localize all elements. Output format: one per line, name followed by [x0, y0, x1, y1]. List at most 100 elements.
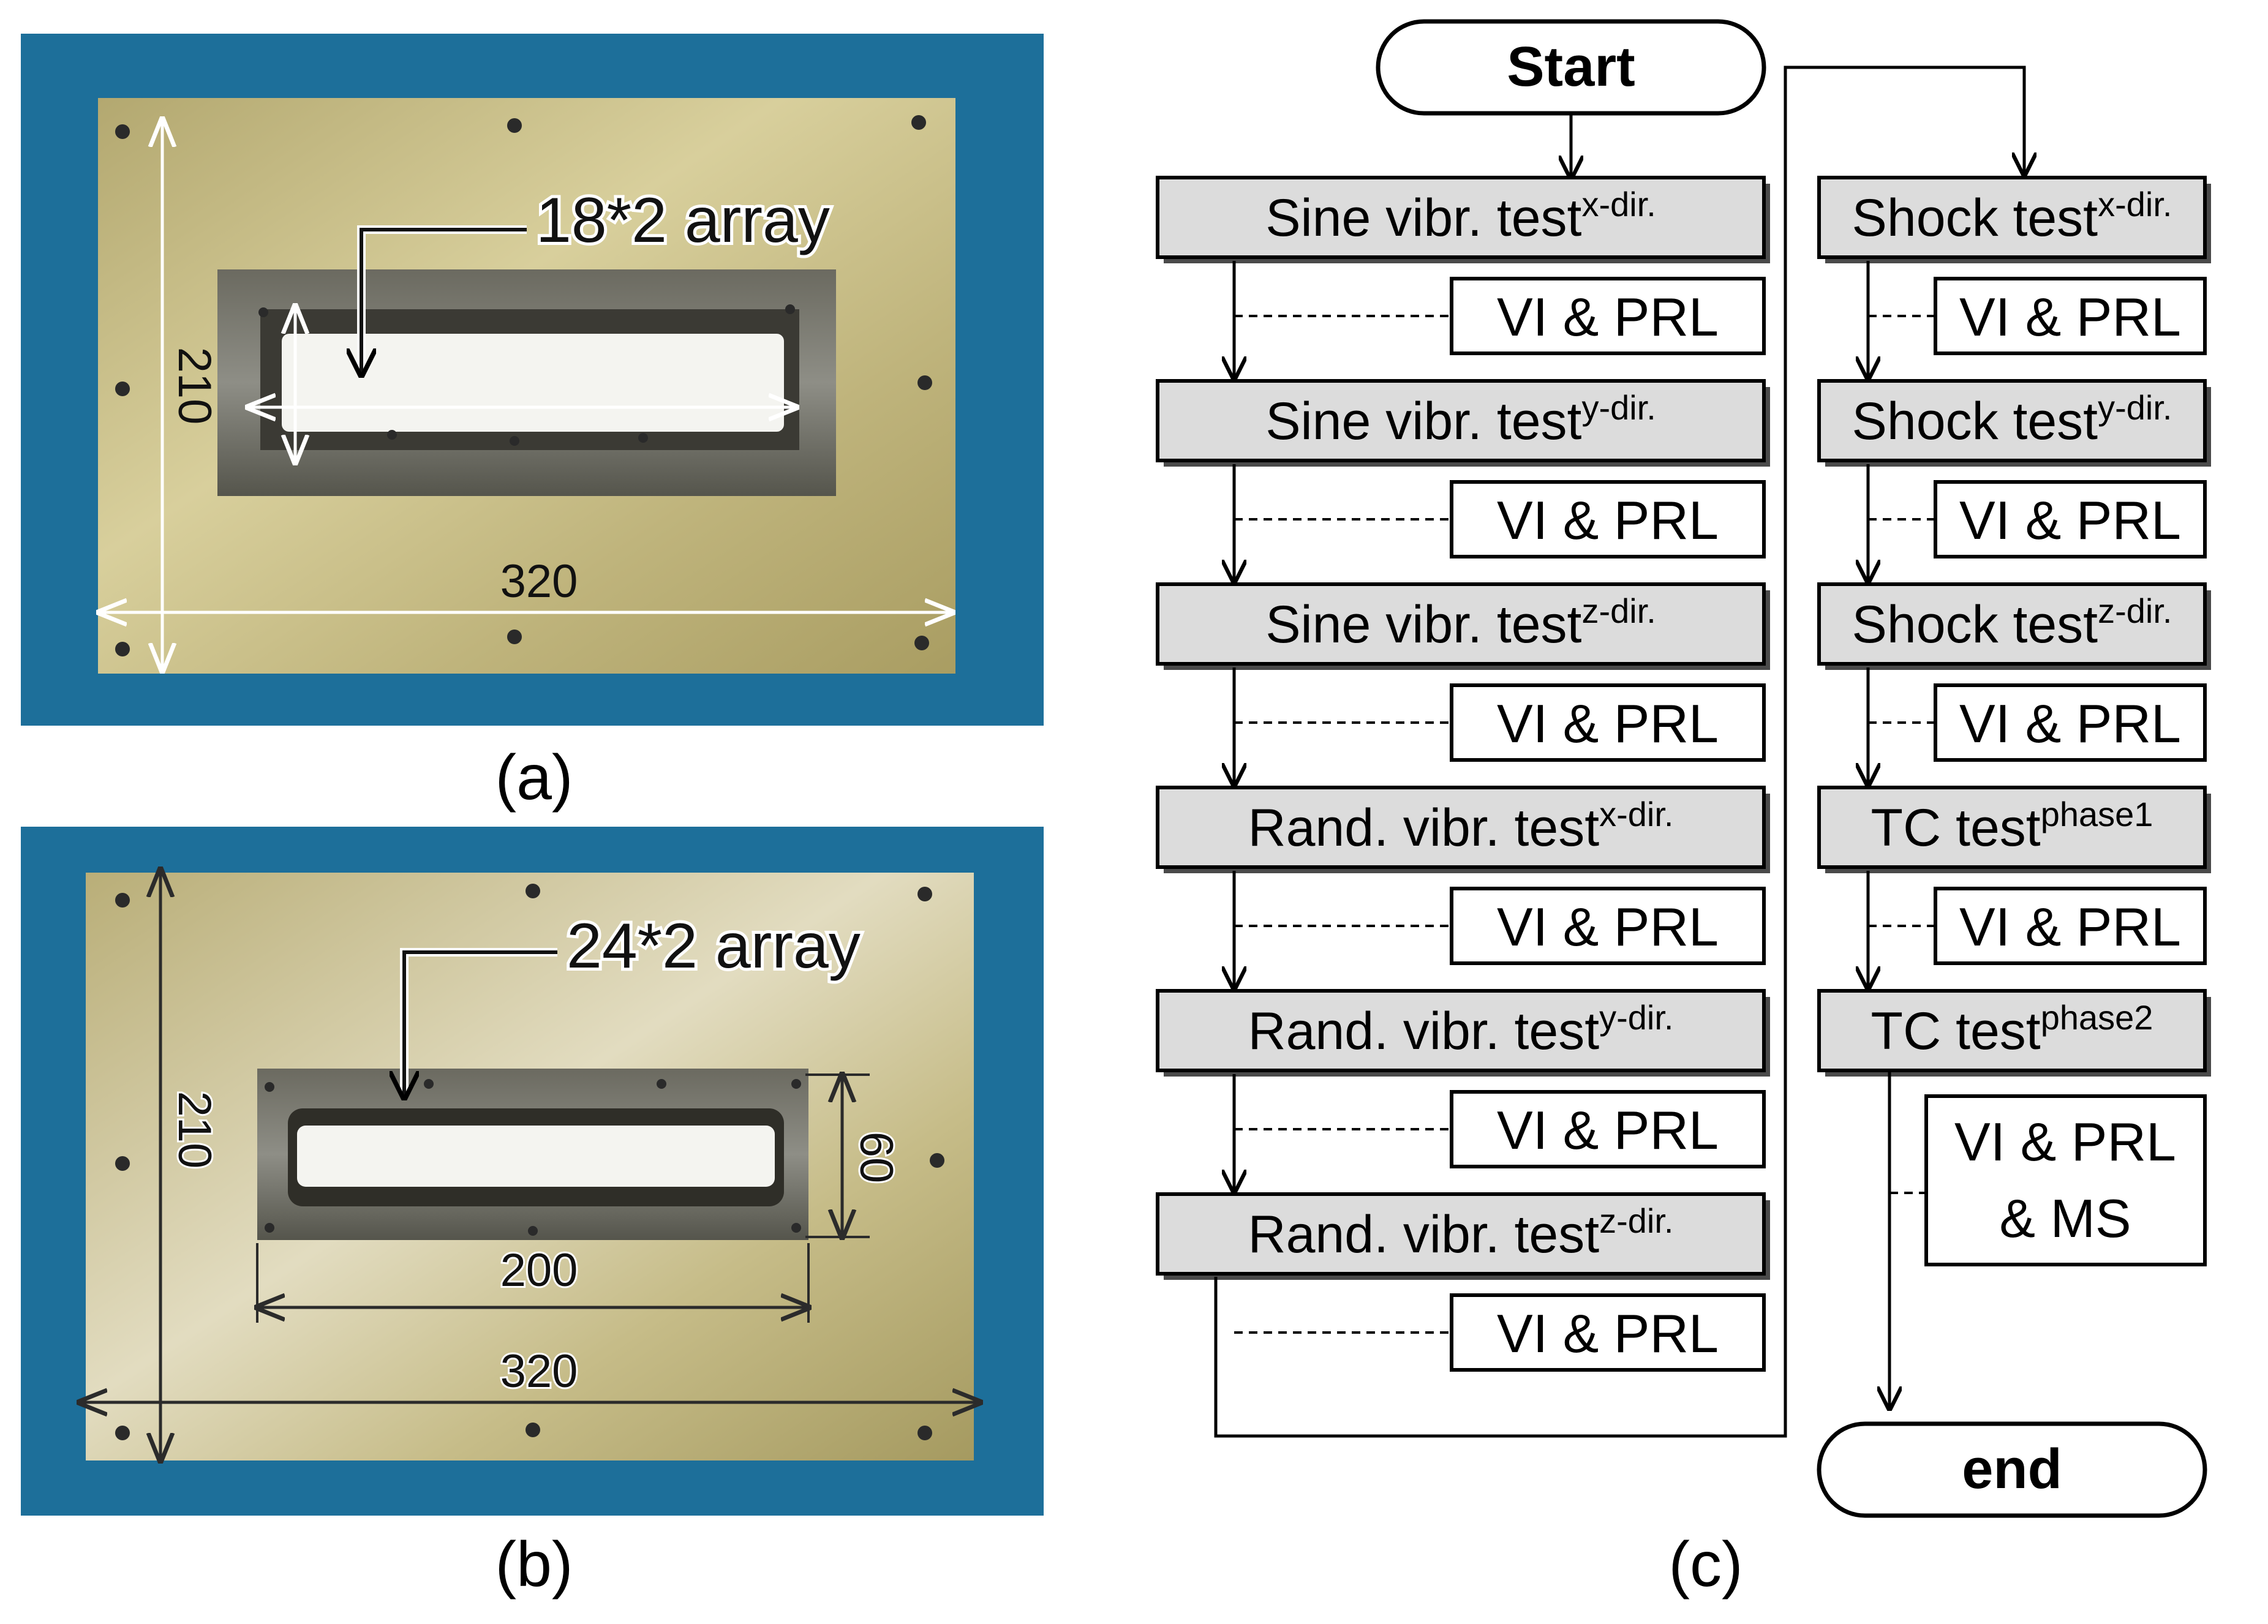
final-inspection-line-1: VI & PRL [1954, 1111, 2176, 1172]
left-step-4-base: Rand. vibr. test [1248, 799, 1600, 857]
left-step-6-label: Rand. vibr. testz-dir. [1248, 1201, 1674, 1264]
right-inspection-1-label: VI & PRL [1959, 287, 2181, 347]
left-inspection-1-label: VI & PRL [1497, 287, 1719, 347]
right-inspection-2-label: VI & PRL [1959, 490, 2181, 551]
left-step-4-box [1156, 786, 1766, 869]
left-step-5: Rand. vibr. testy-dir. [1156, 989, 1770, 1077]
left-inspection-6-label: VI & PRL [1497, 1303, 1719, 1364]
caption-b: (b) [495, 1529, 573, 1600]
screws-b [115, 884, 944, 1440]
dim-height-label-b: 210 [168, 1091, 220, 1169]
right-step-3-sup: z-dir. [2098, 592, 2172, 630]
right-inspection-1: VI & PRL [1868, 277, 2207, 355]
right-step-4-box [1817, 786, 2207, 869]
left-step-3: Sine vibr. testz-dir. [1156, 582, 1770, 670]
right-inspection-4: VI & PRL [1868, 887, 2207, 965]
left-step-1-label: Sine vibr. testx-dir. [1265, 185, 1656, 247]
left-step-5-base: Rand. vibr. test [1248, 1002, 1600, 1061]
callout-label-b: 24*2 array [567, 911, 861, 982]
end-label: end [1962, 1438, 2062, 1500]
right-step-1-box [1817, 176, 2207, 259]
right-step-2-label: Shock testy-dir. [1852, 388, 2172, 451]
left-inspection-5-box [1450, 1090, 1766, 1168]
right-inspection-4-label: VI & PRL [1959, 897, 2181, 957]
left-step-2-label: Sine vibr. testy-dir. [1265, 388, 1656, 451]
left-inspection-2-box [1450, 480, 1766, 558]
left-inspection-3-label: VI & PRL [1497, 693, 1719, 754]
left-inspection-6-box [1450, 1293, 1766, 1372]
left-step-6-base: Rand. vibr. test [1248, 1205, 1600, 1264]
left-inspection-4-label: VI & PRL [1497, 897, 1719, 957]
left-inspection-3: VI & PRL [1234, 683, 1766, 762]
right-step-5: TC testphase2 [1817, 989, 2211, 1077]
right-inspection-3-box [1934, 683, 2207, 762]
panel-b-photo: 320 210 200 60 24*2 array [21, 827, 1044, 1516]
right-inspection-2: VI & PRL [1868, 480, 2207, 558]
start-label: Start [1507, 36, 1635, 98]
left-step-6: Rand. vibr. testz-dir. [1156, 1192, 1770, 1280]
left-step-5-sup: y-dir. [1599, 998, 1673, 1037]
dim-width-label-b: 320 [500, 1345, 578, 1397]
right-step-1-sup: x-dir. [2098, 185, 2172, 224]
left-inspection-1: VI & PRL [1234, 277, 1766, 355]
right-step-4-base: TC test [1871, 799, 2041, 857]
left-step-3-box [1156, 582, 1766, 666]
left-step-2-box [1156, 379, 1766, 462]
left-inspection-3-box [1450, 683, 1766, 762]
right-step-5-base: TC test [1871, 1002, 2041, 1061]
column-connector [1214, 66, 2024, 1438]
right-step-2-base: Shock test [1852, 392, 2098, 451]
left-step-1-base: Sine vibr. test [1265, 189, 1581, 247]
screws-a [115, 115, 932, 656]
left-inspection-5-label: VI & PRL [1497, 1100, 1719, 1160]
left-step-2-sup: y-dir. [1581, 388, 1656, 427]
right-step-4: TC testphase1 [1817, 786, 2211, 873]
callout-label-a: 18*2 array [536, 185, 830, 256]
left-inspection-4: VI & PRL [1234, 887, 1766, 965]
final-inspection-box [1924, 1094, 2207, 1266]
final-inspection-line-2: & MS [1999, 1188, 2131, 1249]
right-step-4-sup: phase1 [2041, 795, 2153, 833]
left-step-4: Rand. vibr. testx-dir. [1156, 786, 1770, 873]
left-step-1-sup: x-dir. [1581, 185, 1656, 224]
panel-a-photo: 320 210 18*2 array [21, 34, 1044, 726]
right-step-1-base: Shock test [1852, 189, 2098, 247]
left-step-4-label: Rand. vibr. testx-dir. [1248, 795, 1674, 857]
right-step-3-label: Shock testz-dir. [1852, 592, 2172, 654]
right-inspection-3-label: VI & PRL [1959, 693, 2181, 754]
right-step-5-box [1817, 989, 2207, 1072]
right-inspection-3: VI & PRL [1868, 683, 2207, 762]
right-step-3-box [1817, 582, 2207, 666]
left-step-3-label: Sine vibr. testz-dir. [1265, 592, 1656, 654]
right-step-2-sup: y-dir. [2098, 388, 2172, 427]
end-terminal [1817, 1421, 2207, 1518]
right-step-5-sup: phase2 [2041, 998, 2153, 1037]
right-inspection-2-box [1934, 480, 2207, 558]
left-step-6-sup: z-dir. [1599, 1201, 1673, 1240]
left-step-2-base: Sine vibr. test [1265, 392, 1581, 451]
right-step-3: Shock testz-dir. [1817, 582, 2211, 670]
right-step-1: Shock testx-dir. [1817, 176, 2211, 263]
right-step-3-base: Shock test [1852, 595, 2098, 654]
left-inspection-2-label: VI & PRL [1497, 490, 1719, 551]
left-inspection-4-box [1450, 887, 1766, 965]
dim-window-height-label-b: 60 [850, 1132, 902, 1184]
left-step-4-sup: x-dir. [1599, 795, 1673, 833]
left-inspection-5: VI & PRL [1234, 1090, 1766, 1168]
left-step-1-box [1156, 176, 1766, 259]
right-step-2: Shock testy-dir. [1817, 379, 2211, 467]
left-step-1: Sine vibr. testx-dir. [1156, 176, 1770, 263]
left-step-3-sup: z-dir. [1581, 592, 1656, 630]
right-step-5-label: TC testphase2 [1871, 998, 2153, 1061]
dim-height-label-a: 210 [168, 347, 220, 425]
caption-c: (c) [1668, 1529, 1742, 1600]
left-step-3-base: Sine vibr. test [1265, 595, 1581, 654]
left-step-6-box [1156, 1192, 1766, 1276]
right-step-4-label: TC testphase1 [1871, 795, 2153, 857]
left-inspection-6: VI & PRL [1234, 1293, 1766, 1372]
dim-window-width-label-b: 200 [500, 1244, 578, 1296]
right-step-2-box [1817, 379, 2207, 462]
